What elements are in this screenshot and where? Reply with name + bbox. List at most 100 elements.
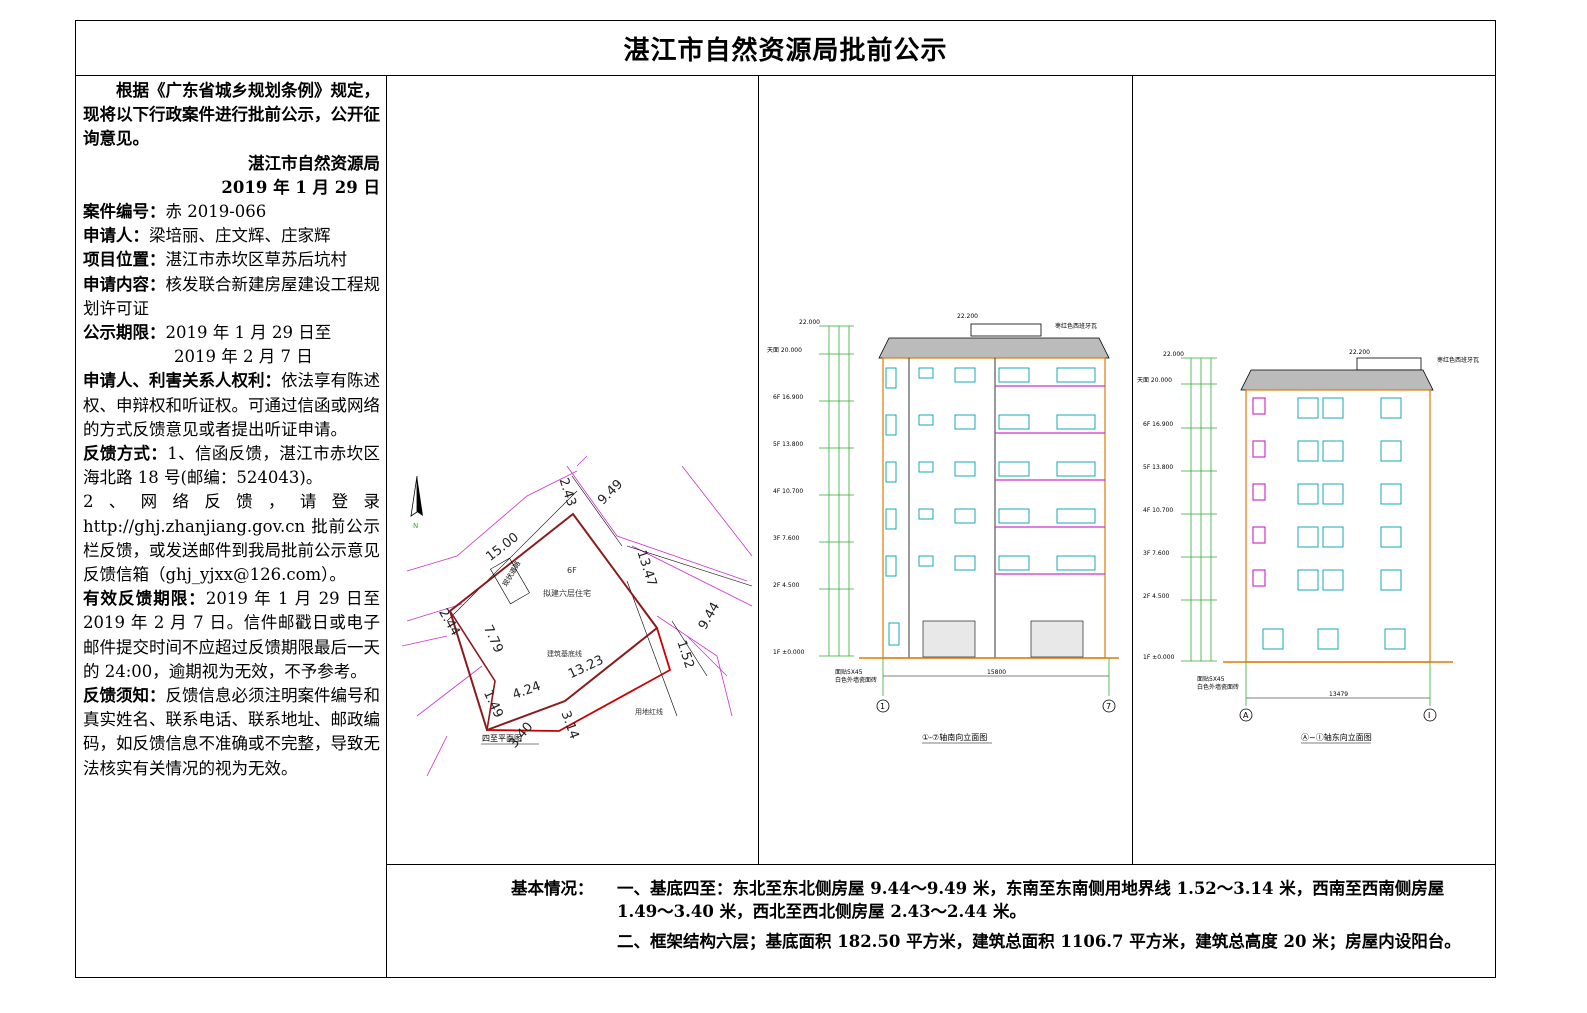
period-end: 2019 年 2 月 7 日 xyxy=(174,347,313,367)
application-content: 核发联合新建房屋建设工程规划许可证 xyxy=(83,274,380,318)
period-start: 2019 年 1 月 29 日至 xyxy=(165,323,332,343)
e-level-3f: 3F 7.600 xyxy=(1143,550,1170,557)
e-roof-note: 枣红色西班牙瓦 xyxy=(1437,356,1479,364)
wall-note-1: 面贴5X45 xyxy=(835,668,863,676)
e-side-windows xyxy=(1252,397,1266,587)
east-elevation-drawing: 22.000 天面 20.000 6F 16.900 5F 13.800 4F … xyxy=(1137,349,1479,744)
e-level-1f: 1F ±0.000 xyxy=(1143,654,1175,661)
dim-13.47: 13.47 xyxy=(633,548,659,588)
dim-3.14: 3.14 xyxy=(558,709,582,741)
dim-1.52: 1.52 xyxy=(673,638,696,670)
rights-row: 申请人、利害关系人权利：依法享有陈述权、申辩权和听证权。可通过信函或网络的方式反… xyxy=(83,371,380,439)
e-windows xyxy=(1262,397,1406,650)
site-plan-drawing: N xyxy=(401,455,753,777)
e-width-dim: 13479 xyxy=(1329,691,1348,698)
feedback-online: 2、网络反馈，请登录 http://ghj.zhanjiang.gov.cn 批… xyxy=(83,492,380,585)
e-wall-note-2: 白色外墙瓷面砖 xyxy=(1197,683,1239,691)
level-guides xyxy=(819,325,854,657)
basic-info-section: 基本情况： 一、基底四至：东北至东北侧房屋 9.44～9.49 米，东南至东南侧… xyxy=(387,865,1495,977)
north-arrow-icon: N xyxy=(410,475,423,530)
level-5f: 5F 13.800 xyxy=(773,441,803,448)
axis-bubble-a-icon xyxy=(1239,708,1253,722)
wall-note-2: 白色外墙瓷面砖 xyxy=(835,676,877,684)
applicant-row: 申请人：梁培丽、庄文辉、庄家辉 xyxy=(83,226,331,246)
e-roof-structure xyxy=(1356,357,1422,371)
title-row: 湛江市自然资源局批前公示 xyxy=(76,21,1495,76)
level-1f: 1F ±0.000 xyxy=(773,649,805,656)
e-level-6f: 6F 16.900 xyxy=(1143,421,1173,428)
level-6f: 6F 16.900 xyxy=(773,394,803,401)
axis-bubble-1-icon xyxy=(876,699,890,713)
e-level-4f: 4F 10.700 xyxy=(1143,507,1173,514)
width-dim: 15800 xyxy=(987,669,1006,676)
e-level-2f: 2F 4.500 xyxy=(1143,593,1170,600)
dim-7.79: 7.79 xyxy=(480,623,506,656)
notes-text: 反馈信息必须注明案件编号和真实姓名、联系电话、联系地址、邮政编码，如反馈信息不准… xyxy=(83,686,380,778)
notice-text-column: 根据《广东省城乡规划条例》规定，现将以下行政案件进行批前公示，公开征询意见。 湛… xyxy=(76,76,387,977)
level-labels-east: 22.000 天面 20.000 6F 16.900 5F 13.800 4F … xyxy=(1137,349,1479,691)
level-2f: 2F 4.500 xyxy=(773,582,800,589)
notes-row: 反馈须知：反馈信息必须注明案件编号和真实姓名、联系电话、联系地址、邮政编码，如反… xyxy=(83,686,380,778)
road-box xyxy=(490,557,530,605)
south-elevation-drawing: 22.000 天面 20.000 6F 16.900 5F 13.800 4F … xyxy=(767,313,1119,744)
building-footprint-west xyxy=(449,610,496,731)
roof-tiles xyxy=(878,337,1110,359)
east-elevation-caption: Ⓐ~Ⓘ轴东向立面图 xyxy=(1301,732,1372,742)
feedback-letter: 1、信函反馈，湛江市赤坎区海北路 18 号(邮编：524043)。 xyxy=(83,444,380,488)
e-level-22000: 22.000 xyxy=(1163,351,1184,358)
issue-date: 2019 年 1 月 29 日 xyxy=(221,177,380,197)
page-title: 湛江市自然资源局批前公示 xyxy=(623,35,948,66)
south-elevation-panel: 22.000 天面 20.000 6F 16.900 5F 13.800 4F … xyxy=(759,76,1133,864)
level-roof: 天面 20.000 xyxy=(767,347,802,354)
dimension-lines xyxy=(446,475,753,717)
dim-9.44: 9.44 xyxy=(696,600,723,633)
content-row: 申请内容：核发联合新建房屋建设工程规划许可证 xyxy=(83,274,380,318)
rights-text: 依法享有陈述权、申辩权和听证权。可通过信函或网络的方式反馈意见或者提出听证申请。 xyxy=(83,371,380,439)
case-no-row: 案件编号：赤 2019-066 xyxy=(83,202,267,222)
red-line-boundary xyxy=(486,627,672,732)
level-4f: 4F 10.700 xyxy=(773,488,803,495)
roof-structure xyxy=(970,323,1042,337)
roof-note: 枣红色西班牙瓦 xyxy=(1055,322,1097,330)
level-3f: 3F 7.600 xyxy=(773,535,800,542)
garage-doors xyxy=(922,620,1084,658)
basic-info-text: 一、基底四至：东北至东北侧房屋 9.44～9.49 米，东南至东南侧用地界线 1… xyxy=(617,877,1489,960)
e-level-5f: 5F 13.800 xyxy=(1143,464,1173,471)
e-level-roof: 天面 20.000 xyxy=(1137,377,1172,384)
dim-2.44: 2.44 xyxy=(435,606,462,639)
period-row: 公示期限：2019 年 1 月 29 日至 xyxy=(83,323,332,343)
site-plan-panel: N xyxy=(387,76,759,864)
e-wall-note-1: 面贴5X45 xyxy=(1197,675,1225,683)
axis-left-label: 1 xyxy=(880,702,885,711)
deadline-text: 2019 年 1 月 29 日至 2019 年 2 月 7 日。信件邮戳日或电子… xyxy=(83,589,381,681)
site-plan-caption: 四至平面图 xyxy=(482,734,522,743)
notice-frame: 湛江市自然资源局批前公示 根据《广东省城乡规划条例》规定，现将以下行政案件进行批… xyxy=(75,20,1496,978)
e-axis-right-label: I xyxy=(1428,711,1430,720)
setback-label: 建筑基底线 xyxy=(547,649,582,658)
basic-info-line-2: 二、框架结构六层；基底面积 182.50 平方米，建筑总面积 1106.7 平方… xyxy=(617,932,1461,951)
location: 湛江市赤坎区草苏后坑村 xyxy=(165,250,348,270)
dimension-labels: 2.43 9.49 15.00 13.47 2.44 7.79 13.23 9.… xyxy=(435,476,723,751)
axis-right-label: 7 xyxy=(1106,702,1111,711)
balconies xyxy=(995,385,1105,575)
building-label: 拟建六层住宅 xyxy=(543,588,591,598)
south-elevation-caption: ①-⑦轴南向立面图 xyxy=(922,732,987,742)
building-footprint xyxy=(448,512,659,732)
east-elevation-panel: 22.000 天面 20.000 6F 16.900 5F 13.800 4F … xyxy=(1133,76,1495,864)
e-roof-tiles xyxy=(1240,369,1434,391)
level-22000: 22.000 xyxy=(799,319,820,326)
case-no: 赤 2019-066 xyxy=(165,202,267,222)
dim-4.24: 4.24 xyxy=(511,679,543,703)
floors-label: 6F xyxy=(567,566,577,575)
feedback-row: 反馈方式：1、信函反馈，湛江市赤坎区海北路 18 号(邮编：524043)。 xyxy=(83,444,380,488)
building-body xyxy=(882,357,1106,659)
e-axis-left-label: A xyxy=(1243,711,1249,720)
applicant: 梁培丽、庄文辉、庄家辉 xyxy=(149,226,331,246)
axis-bubble-7-icon xyxy=(1102,699,1116,713)
axis-bubble-i-icon xyxy=(1423,708,1437,722)
basic-info-label: 基本情况： xyxy=(511,879,594,898)
deadline-row: 有效反馈期限：2019 年 1 月 29 日至 2019 年 2 月 7 日。信… xyxy=(83,589,381,681)
dim-9.49: 9.49 xyxy=(595,477,626,508)
issuer: 湛江市自然资源局 xyxy=(248,153,380,173)
level-guides-east xyxy=(1181,357,1217,662)
